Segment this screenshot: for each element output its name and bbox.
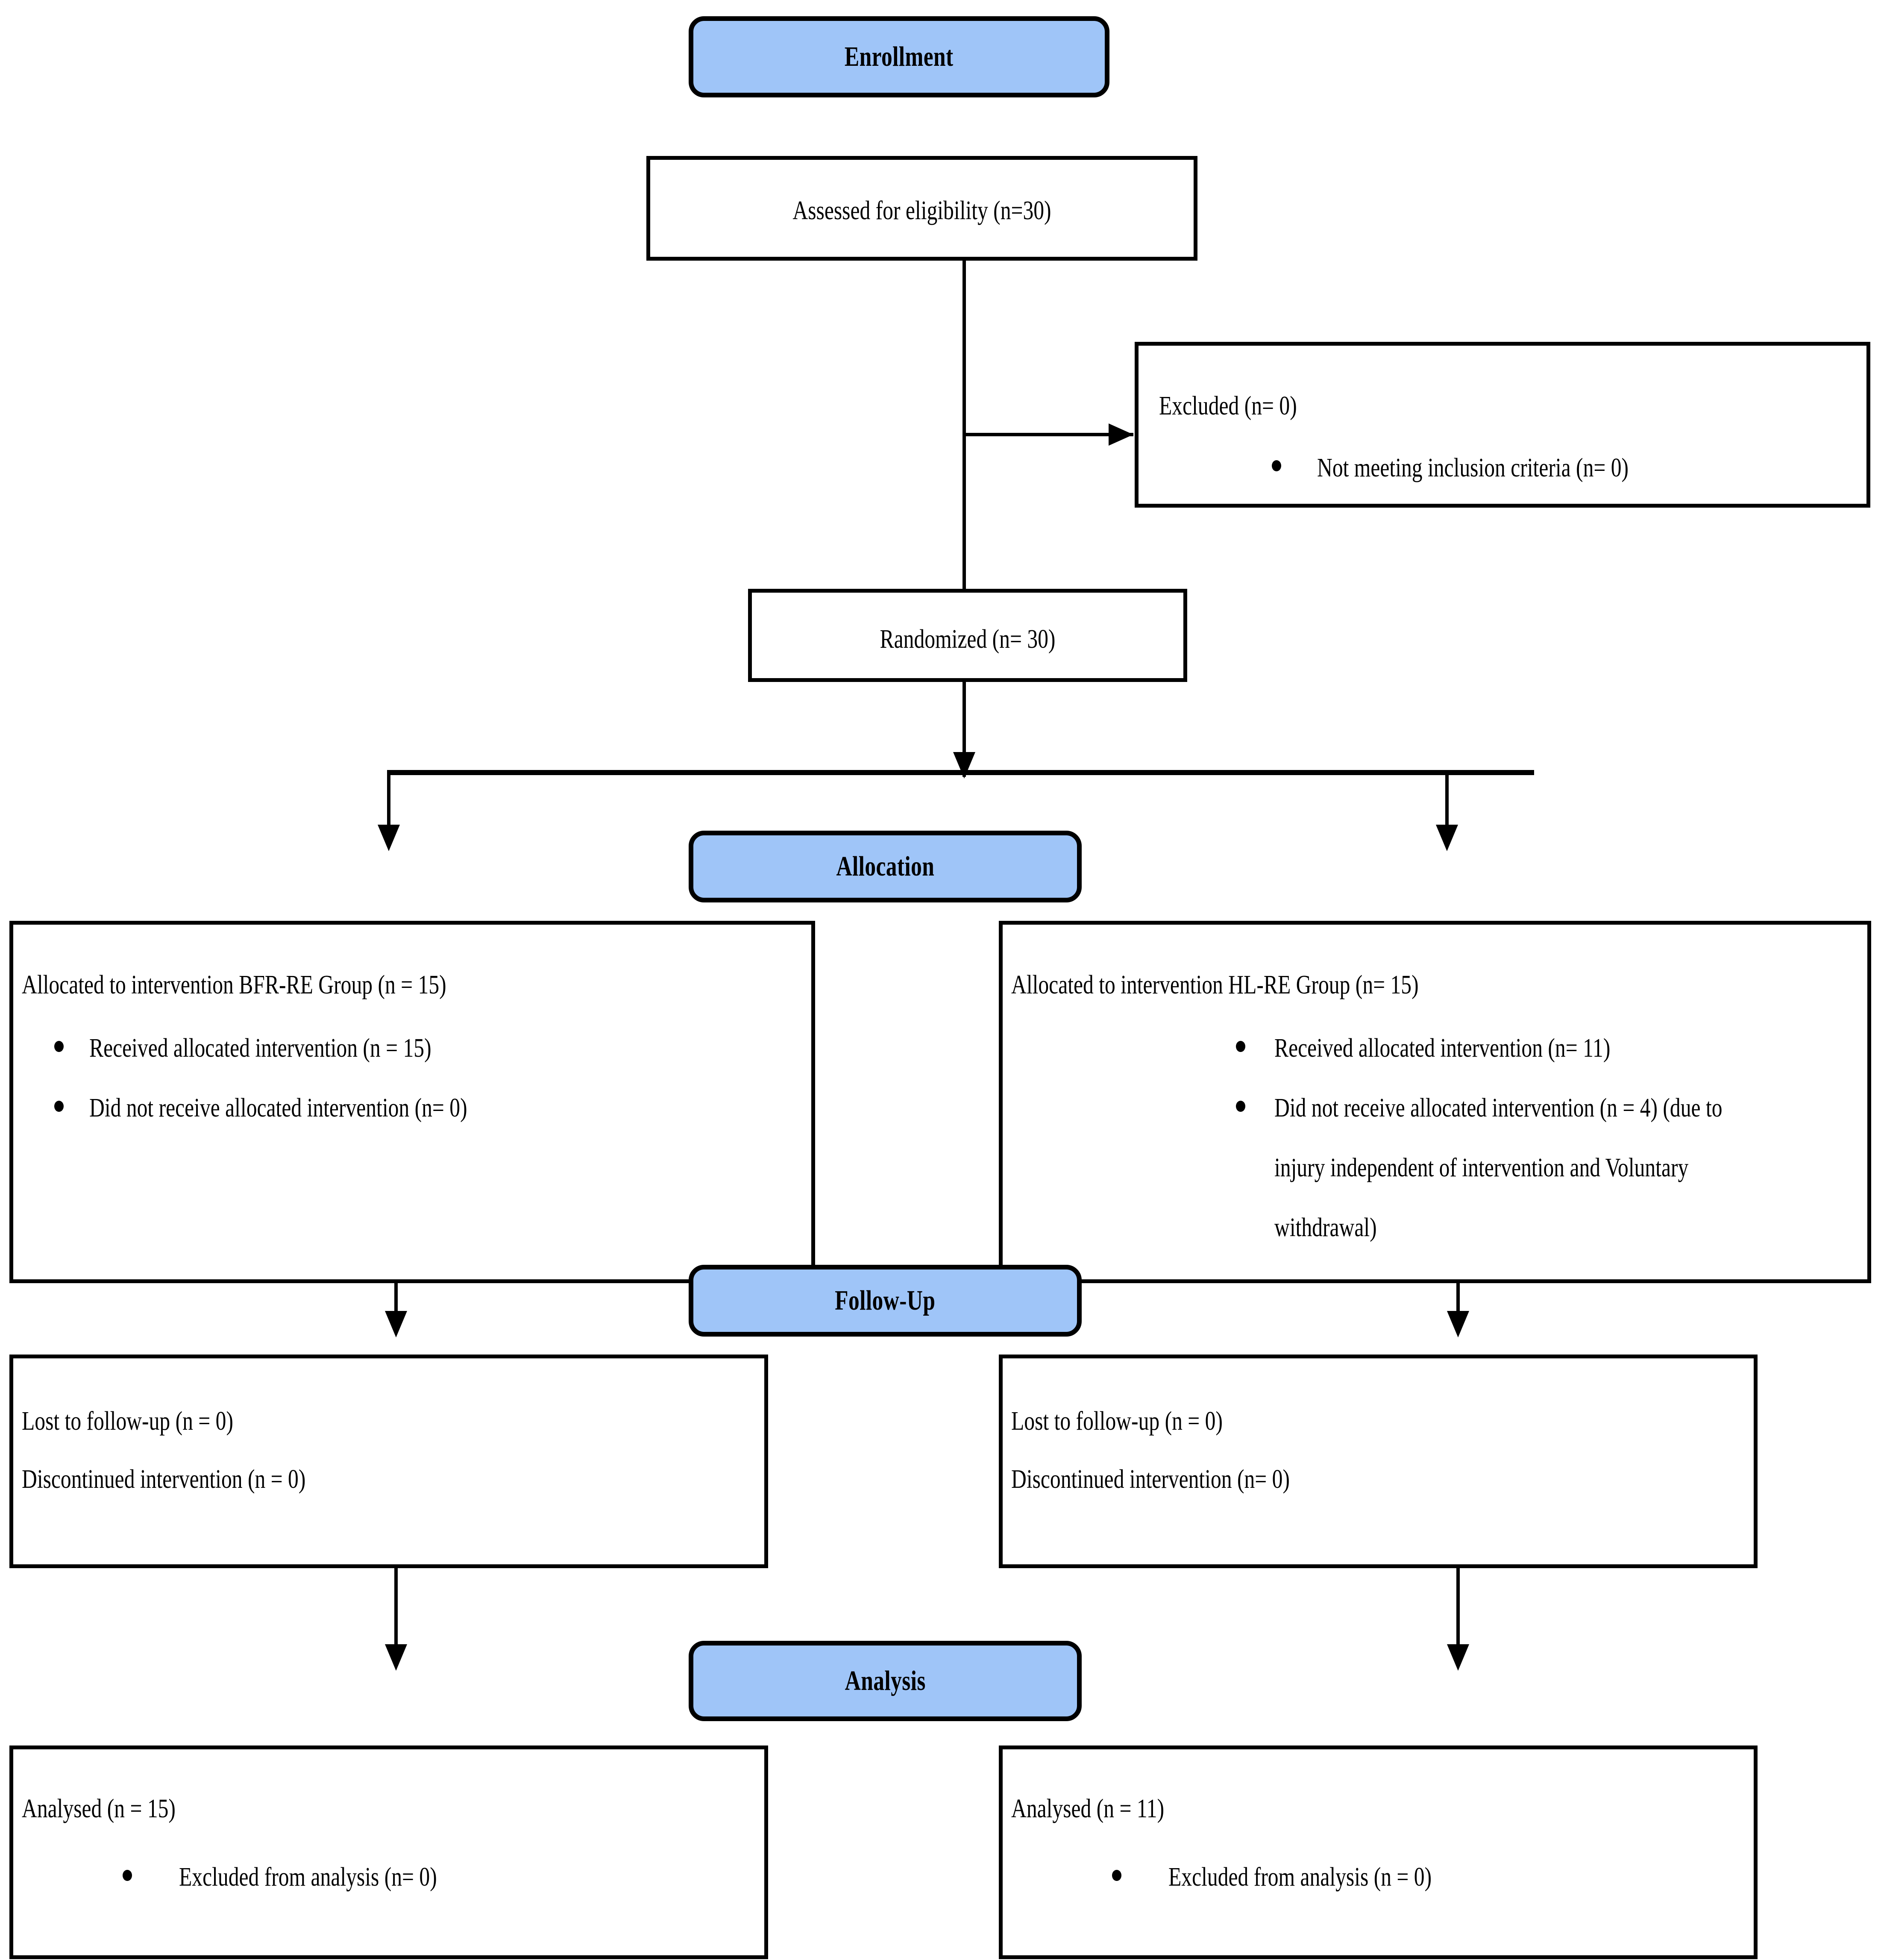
connector-assessed-to-randomized xyxy=(963,261,966,598)
connector-split-left xyxy=(387,770,390,847)
connector-split-right xyxy=(1445,770,1449,847)
box-analysis-right: Analysed (n = 11) Excluded from analysis… xyxy=(999,1745,1758,1959)
arrow-randomized-split xyxy=(953,752,975,779)
stage-badge-analysis: Analysis xyxy=(689,1641,1082,1721)
box-randomized: Randomized (n= 30) xyxy=(748,589,1187,682)
allocated-right-bullet-1: Received allocated intervention (n= 11) xyxy=(1274,1034,1611,1063)
analysis-left-heading: Analysed (n = 15) xyxy=(22,1794,176,1823)
stage-badge-enrollment: Enrollment xyxy=(689,16,1109,97)
bullet-icon xyxy=(54,1101,64,1112)
stage-label-enrollment: Enrollment xyxy=(845,41,954,72)
bullet-icon xyxy=(1236,1101,1245,1112)
followup-right-line-2: Discontinued intervention (n= 0) xyxy=(1011,1465,1290,1494)
stage-label-allocation: Allocation xyxy=(836,851,934,882)
box-excluded: Excluded (n= 0) Not meeting inclusion cr… xyxy=(1135,342,1870,508)
arrow-followup-left-to-analysis xyxy=(385,1644,407,1671)
randomized-text: Randomized (n= 30) xyxy=(880,625,1056,654)
analysis-left-bullet: Excluded from analysis (n= 0) xyxy=(179,1863,437,1892)
box-followup-left: Lost to follow-up (n = 0) Discontinued i… xyxy=(9,1355,768,1568)
bullet-icon xyxy=(1272,460,1281,471)
box-followup-right: Lost to follow-up (n = 0) Discontinued i… xyxy=(999,1355,1758,1568)
followup-right-line-1: Lost to follow-up (n = 0) xyxy=(1011,1407,1223,1436)
box-allocated-right: Allocated to intervention HL-RE Group (n… xyxy=(999,921,1871,1283)
allocated-right-bullet-2: Did not receive allocated intervention (… xyxy=(1274,1093,1723,1123)
stage-label-follow-up: Follow-Up xyxy=(835,1285,936,1316)
allocated-left-bullet-2: Did not receive allocated intervention (… xyxy=(89,1093,467,1123)
arrow-split-left xyxy=(378,825,400,851)
connector-alloc-right-to-followup xyxy=(1456,1283,1460,1334)
connector-followup-left-to-analysis xyxy=(394,1568,398,1666)
followup-left-line-2: Discontinued intervention (n = 0) xyxy=(22,1465,306,1494)
connector-followup-right-to-analysis xyxy=(1456,1568,1460,1666)
bullet-icon xyxy=(123,1870,132,1881)
allocated-right-heading: Allocated to intervention HL-RE Group (n… xyxy=(1011,970,1419,999)
arrow-split-right xyxy=(1436,825,1458,851)
analysis-right-heading: Analysed (n = 11) xyxy=(1011,1794,1165,1823)
arrow-alloc-left-to-followup xyxy=(385,1311,407,1337)
box-allocated-left: Allocated to intervention BFR-RE Group (… xyxy=(9,921,815,1283)
arrow-alloc-right-to-followup xyxy=(1447,1311,1469,1337)
excluded-title: Excluded (n= 0) xyxy=(1159,391,1297,420)
connector-randomized-down xyxy=(963,682,966,777)
box-assessed-for-eligibility: Assessed for eligibility (n=30) xyxy=(646,156,1197,261)
bullet-icon xyxy=(1236,1041,1245,1052)
followup-left-line-1: Lost to follow-up (n = 0) xyxy=(22,1407,233,1436)
allocated-left-heading: Allocated to intervention BFR-RE Group (… xyxy=(22,970,446,999)
stage-label-analysis: Analysis xyxy=(845,1665,926,1696)
box-analysis-left: Analysed (n = 15) Excluded from analysis… xyxy=(9,1745,768,1959)
arrow-to-excluded xyxy=(1109,423,1133,446)
assessed-text: Assessed for eligibility (n=30) xyxy=(792,196,1051,225)
excluded-bullet-text: Not meeting inclusion criteria (n= 0) xyxy=(1317,453,1629,482)
stage-badge-follow-up: Follow-Up xyxy=(689,1265,1082,1337)
bullet-icon xyxy=(1112,1870,1121,1881)
analysis-right-bullet: Excluded from analysis (n = 0) xyxy=(1168,1863,1432,1892)
bullet-icon xyxy=(54,1041,64,1052)
allocated-right-bullet-2-cont-2: withdrawal) xyxy=(1274,1213,1377,1242)
connector-assessed-to-excluded xyxy=(963,433,1133,436)
allocated-right-bullet-2-cont-1: injury independent of intervention and V… xyxy=(1274,1153,1689,1182)
allocated-left-bullet-1: Received allocated intervention (n = 15) xyxy=(89,1034,431,1063)
arrow-followup-right-to-analysis xyxy=(1447,1644,1469,1671)
connector-alloc-left-to-followup xyxy=(394,1283,398,1334)
stage-badge-allocation: Allocation xyxy=(689,831,1082,902)
